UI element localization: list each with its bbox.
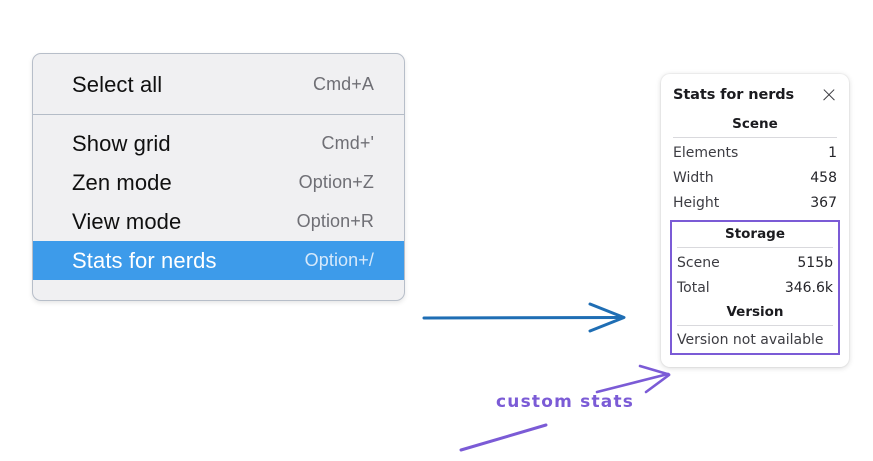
menu-item-stats-for-nerds[interactable]: Stats for nerds Option+/: [33, 241, 404, 280]
menu-item-shortcut: Cmd+': [321, 133, 374, 153]
menu-item-shortcut: Option+R: [296, 211, 374, 231]
context-menu[interactable]: Select all Cmd+A Show grid Cmd+' Zen mod…: [32, 53, 405, 301]
stat-row: Width 458: [672, 166, 838, 191]
stats-panel-title: Stats for nerds: [673, 87, 795, 103]
menu-bottom-padding: [33, 280, 404, 300]
stat-row: Scene 515b: [676, 251, 834, 276]
stats-section-storage: Storage Scene 515b Total 346.6k: [676, 222, 834, 301]
stat-row: Elements 1: [672, 141, 838, 166]
close-icon[interactable]: [821, 88, 836, 103]
section-rule: [677, 325, 833, 327]
menu-item-view-mode[interactable]: View mode Option+R: [33, 202, 404, 241]
menu-divider: [33, 114, 404, 115]
custom-stats-annotation-label: custom stats: [496, 392, 635, 412]
section-title: Storage: [724, 225, 786, 242]
stats-section-version: Version Version not available: [676, 300, 834, 349]
purple-arrow-icon: [595, 364, 671, 394]
stats-section-scene: Scene Elements 1 Width 458 Height 367: [672, 112, 838, 216]
stat-key: Scene: [677, 254, 720, 271]
menu-item-label: Select all: [72, 71, 163, 97]
section-rule: [673, 137, 837, 138]
stats-for-nerds-panel[interactable]: Stats for nerds Scene Elements 1 Width 4…: [661, 74, 849, 368]
menu-item-label: Zen mode: [72, 169, 172, 195]
menu-item-label: View mode: [72, 208, 182, 234]
menu-item-shortcut: Cmd+A: [312, 74, 374, 94]
stat-value: 367: [810, 194, 837, 211]
stat-value: 1: [828, 145, 837, 161]
menu-item-shortcut: Option+/: [304, 250, 374, 270]
custom-stats-highlight-box: Storage Scene 515b Total 346.6k Version …: [670, 219, 840, 356]
section-title: Scene: [732, 116, 778, 132]
stats-panel-body: Scene Elements 1 Width 458 Height 367 St…: [661, 112, 849, 367]
menu-item-show-grid[interactable]: Show grid Cmd+': [33, 124, 404, 163]
menu-section-2: Show grid Cmd+' Zen mode Option+Z View m…: [33, 115, 404, 300]
version-note: Version not available: [677, 332, 824, 349]
menu-item-select-all[interactable]: Select all Cmd+A: [33, 65, 404, 104]
menu-item-label: Stats for nerds: [72, 247, 217, 273]
stat-value: 515b: [797, 254, 833, 271]
stat-row: Total 346.6k: [676, 276, 834, 301]
section-rule: [677, 246, 833, 248]
menu-section-1: Select all Cmd+A: [33, 54, 404, 114]
menu-item-label: Show grid: [72, 130, 171, 156]
stat-key: Height: [673, 194, 720, 211]
menu-item-zen-mode[interactable]: Zen mode Option+Z: [33, 163, 404, 202]
blue-arrow-icon: [422, 302, 626, 333]
purple-underline-stroke: [459, 423, 548, 452]
menu-item-shortcut: Option+Z: [298, 172, 374, 192]
stat-value: 458: [810, 169, 837, 186]
stats-panel-header: Stats for nerds: [661, 74, 849, 112]
stat-row: Height 367: [672, 191, 838, 216]
stat-key: Width: [673, 169, 714, 186]
stat-key: Total: [677, 279, 710, 296]
stat-key: Elements: [673, 145, 739, 161]
stat-value: 346.6k: [784, 279, 833, 296]
section-title: Version: [726, 304, 784, 321]
